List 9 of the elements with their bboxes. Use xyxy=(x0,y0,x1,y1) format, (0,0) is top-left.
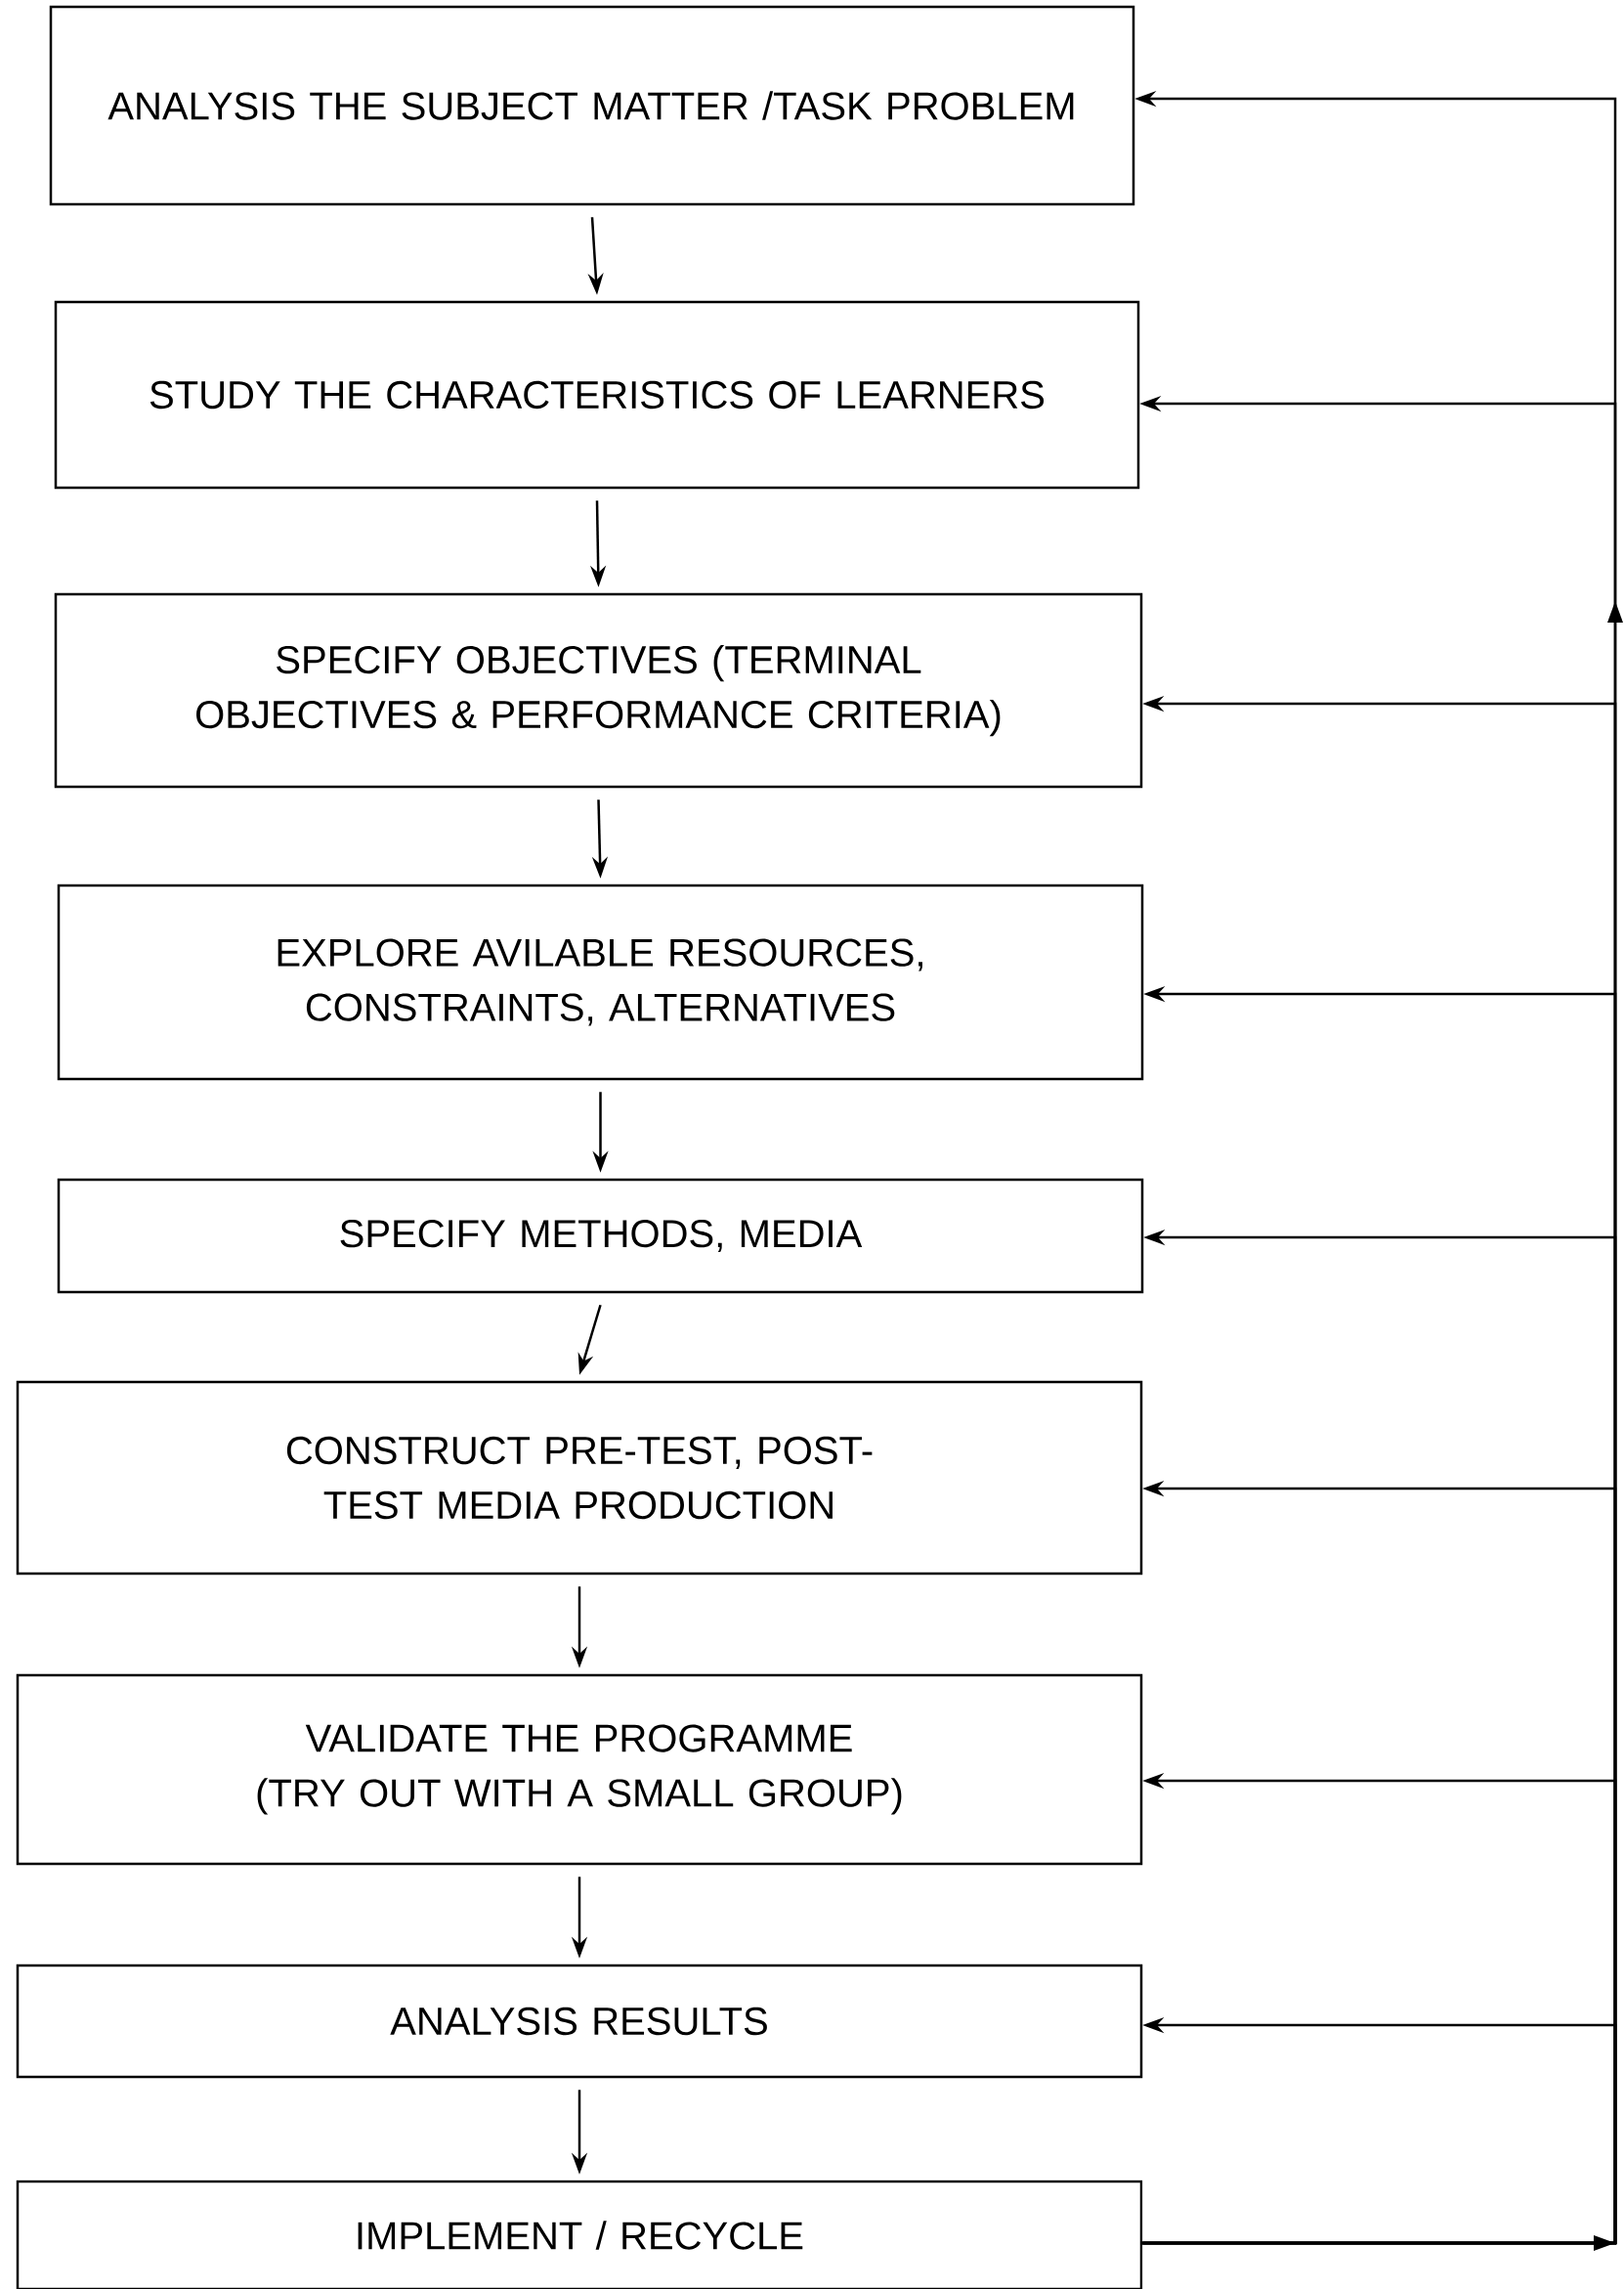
process-box: ANALYSIS THE SUBJECT MATTER /TASK PROBLEM xyxy=(49,5,1135,206)
process-box: ANALYSIS RESULTS xyxy=(16,1964,1143,2079)
process-box: SPECIFY METHODS, MEDIA xyxy=(57,1178,1144,1294)
process-box: VALIDATE THE PROGRAMME (TRY OUT WITH A SMALL GROUP) xyxy=(16,1673,1143,1866)
process-box: CONSTRUCT PRE-TEST, POST-TEST MEDIA PRODUCTION xyxy=(16,1380,1143,1576)
process-box: STUDY THE CHARACTERISTICS OF LEARNERS xyxy=(54,300,1140,490)
process-box: IMPLEMENT / RECYCLE xyxy=(16,2180,1143,2289)
process-box: SPECIFY OBJECTIVES (TERMINAL OBJECTIVES & PERFORMANCE CRITERIA) xyxy=(54,592,1143,789)
process-box: EXPLORE AVILABLE RESOURCES, CONSTRAINTS, ALTERNATIVES xyxy=(57,884,1144,1081)
